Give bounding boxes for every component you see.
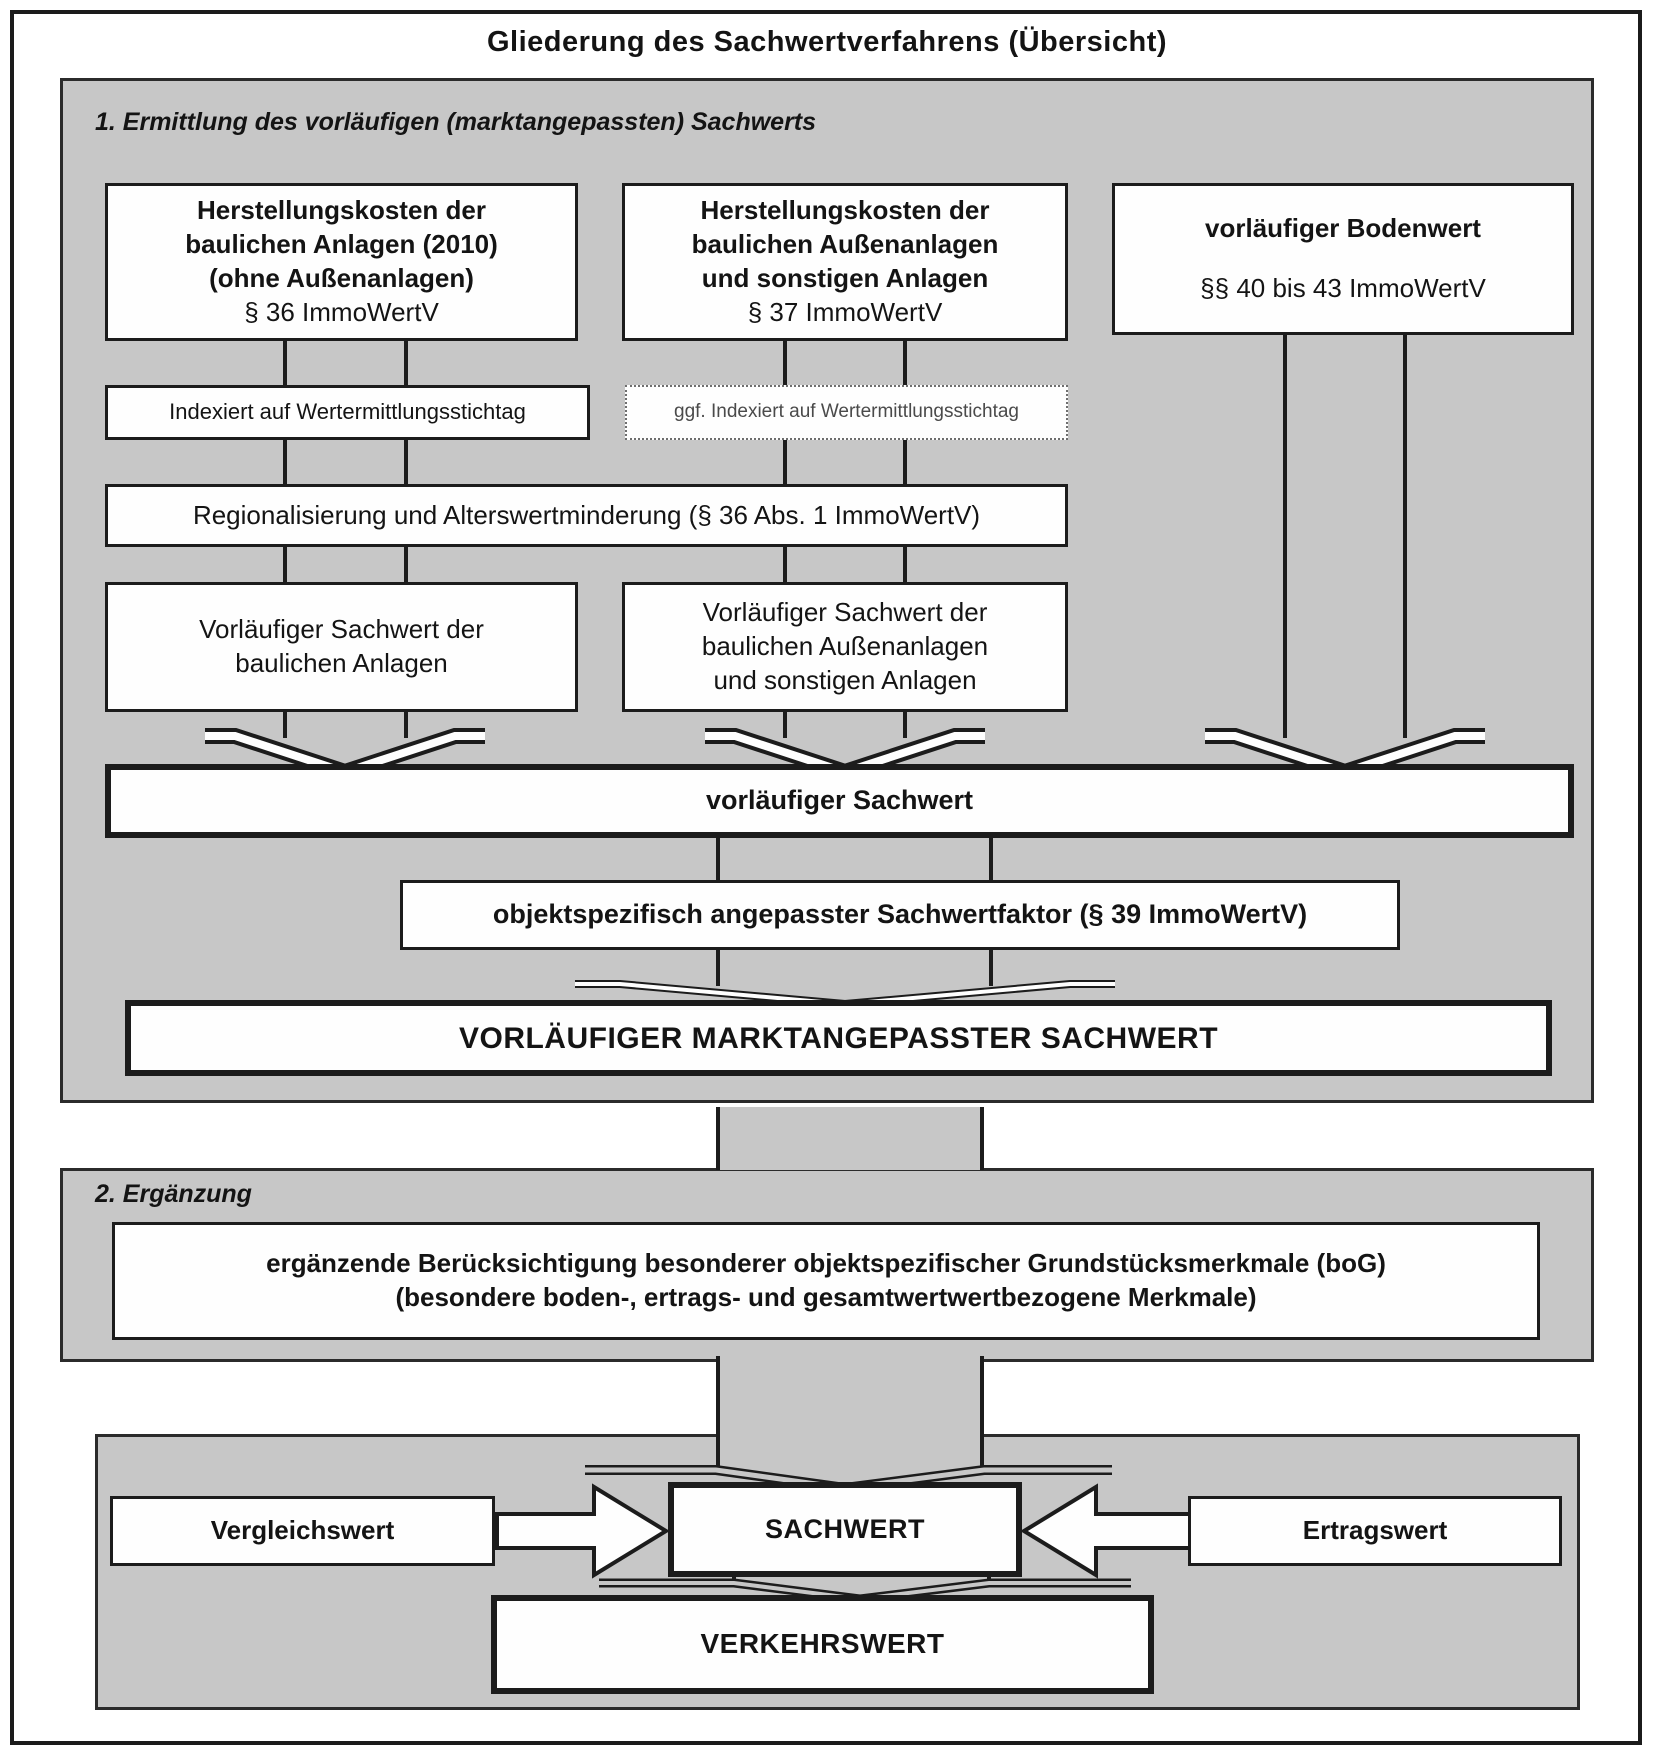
section-2-heading: 2. Ergänzung [95,1180,252,1208]
box-line: VORLÄUFIGER MARKTANGEPASSTER SACHWERT [458,1021,1219,1055]
box-line: Regionalisierung und Alterswertminderung… [192,499,981,530]
box-line: und sonstigen Anlagen [713,664,977,695]
outer-frame [10,10,1642,1745]
connector-lines-column-b [783,341,907,738]
box-line: objektspezifisch angepasster Sachwertfak… [492,899,1308,930]
box-line: Vergleichswert [210,1515,395,1546]
box-line: Vorläufiger Sachwert der [199,614,484,645]
connector-lines-column-c [1283,335,1407,738]
connector-lines-center [716,838,993,986]
box-marktangepasster-sachwert: VORLÄUFIGER MARKTANGEPASSTER SACHWERT [125,1000,1552,1076]
box-indexiert: Indexiert auf Wertermittlungsstichtag [105,385,590,440]
box-vorlaeufiger-sachwert-aussenanlagen: Vorläufiger Sachwert der baulichen Außen… [622,582,1068,712]
box-herstellungskosten-aussenanlagen: Herstellungskosten der baulichen Außenan… [622,183,1068,341]
box-line: vorläufiger Bodenwert [1205,213,1481,244]
box-bog: ergänzende Berücksichtigung besonderer o… [112,1222,1540,1340]
box-line: vorläufiger Sachwert [705,785,974,816]
box-ref: § 37 ImmoWertV [747,296,943,327]
box-ertragswert: Ertragswert [1188,1496,1562,1566]
shaft-band-2 [716,1356,984,1472]
box-vorlaeufiger-sachwert: vorläufiger Sachwert [105,764,1574,838]
box-line: (ohne Außenanlagen) [209,263,474,293]
box-line: baulichen Außenanlagen [691,229,999,260]
box-herstellungskosten-bauliche-anlagen: Herstellungskosten der baulichen Anlagen… [105,183,578,341]
box-vorlaeufiger-sachwert-bauliche-anlagen: Vorläufiger Sachwert der baulichen Anlag… [105,582,578,712]
box-line: Ertragswert [1302,1515,1448,1546]
arrow-right-vergleichswert-icon [495,1483,670,1579]
box-line: ergänzende Berücksichtigung besonderer o… [266,1248,1386,1279]
box-vorlaeufiger-bodenwert: vorläufiger Bodenwert §§ 40 bis 43 ImmoW… [1112,183,1574,335]
box-ref: §§ 40 bis 43 ImmoWertV [1200,273,1486,303]
box-line: Herstellungskosten der [197,195,486,226]
box-ggf-indexiert: ggf. Indexiert auf Wertermittlungssticht… [625,385,1068,440]
box-regionalisierung: Regionalisierung und Alterswertminderung… [105,484,1068,547]
box-line: SACHWERT [765,1513,925,1544]
box-line: baulichen Anlagen [235,648,448,678]
box-line: Herstellungskosten der [700,195,990,226]
box-line: (besondere boden-, ertrags- und gesamtwe… [395,1282,1257,1312]
box-sachwertfaktor: objektspezifisch angepasster Sachwertfak… [400,880,1400,950]
box-vergleichswert: Vergleichswert [110,1496,495,1566]
box-sachwert: SACHWERT [668,1482,1022,1577]
box-line: baulichen Außenanlagen [701,631,989,662]
box-line: Vorläufiger Sachwert der [702,597,988,628]
box-line: Indexiert auf Wertermittlungsstichtag [169,399,526,425]
box-line: ggf. Indexiert auf Wertermittlungssticht… [674,401,1019,423]
connector-lines-column-a [283,341,408,738]
box-line: und sonstigen Anlagen [701,263,989,293]
section-1-heading: 1. Ermittlung des vorläufigen (marktange… [95,108,817,136]
box-verkehrswert: VERKEHRSWERT [491,1595,1154,1694]
box-line: VERKEHRSWERT [700,1628,945,1660]
arrow-left-ertragswert-icon [1020,1483,1195,1579]
box-ref: § 36 ImmoWertV [244,296,439,327]
box-line: baulichen Anlagen (2010) [185,229,498,260]
shaft-band-1 [716,1107,984,1170]
page-title: Gliederung des Sachwertverfahrens (Übers… [486,26,1168,58]
